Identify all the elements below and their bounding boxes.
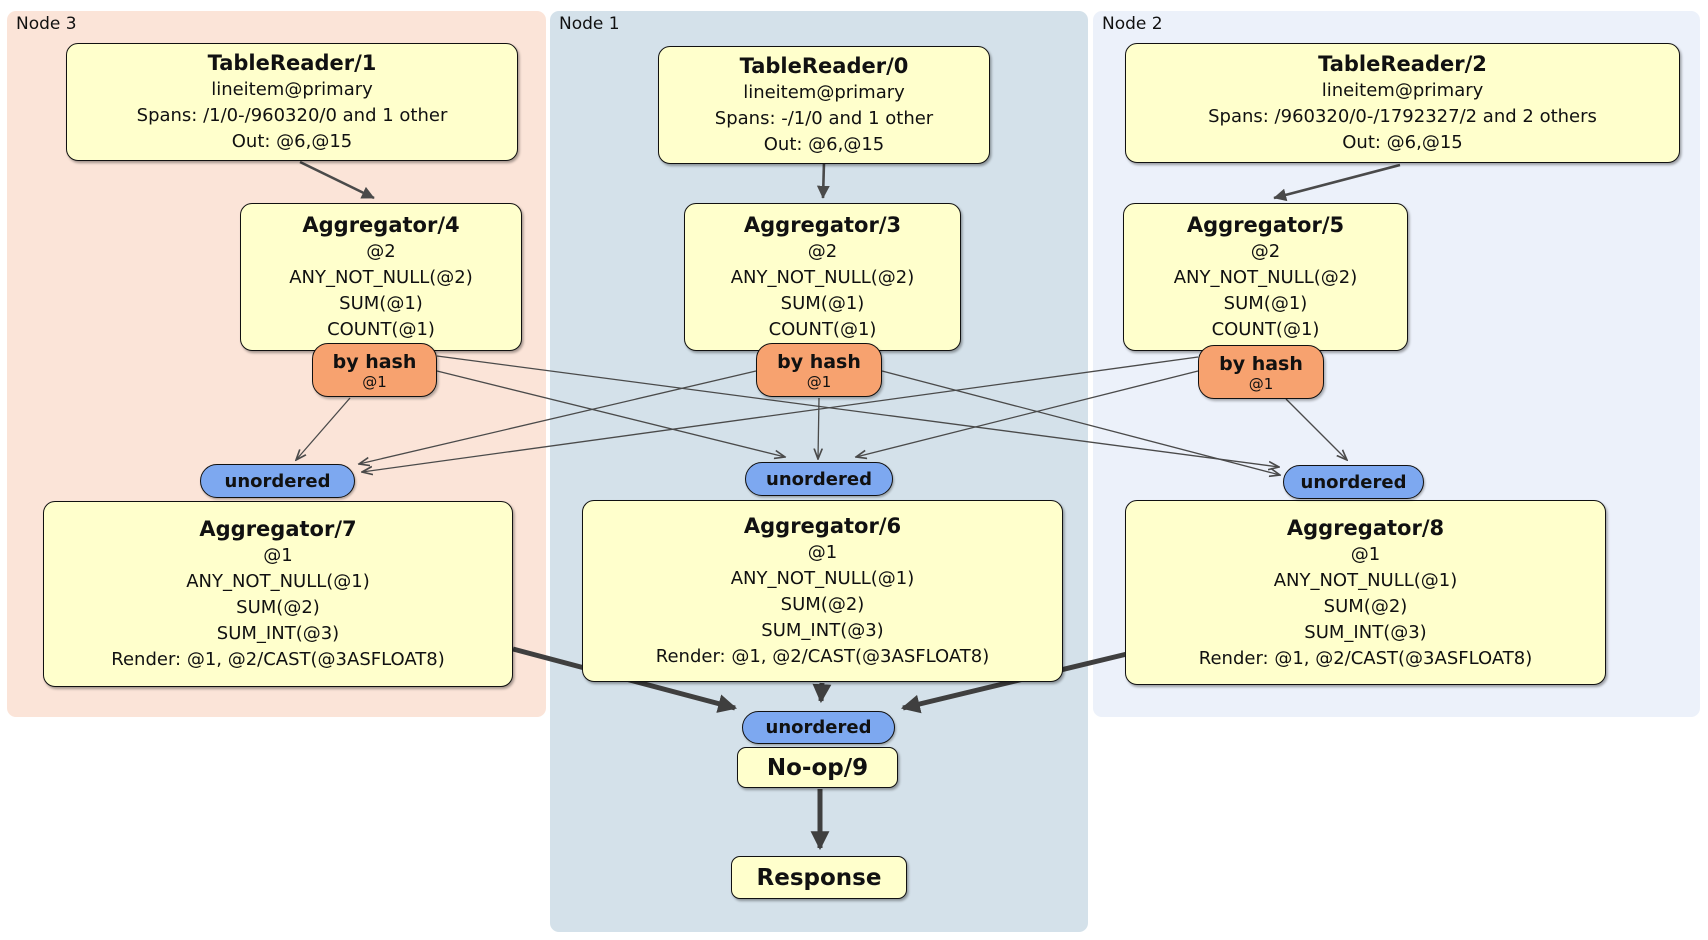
node-detail-line: SUM_INT(@3) [216, 623, 340, 644]
node-aggregator-5: Aggregator/5 @2 ANY_NOT_NULL(@2) SUM(@1)… [1123, 203, 1408, 351]
node-aggregator-7: Aggregator/7 @1 ANY_NOT_NULL(@1) SUM(@2)… [43, 501, 513, 687]
edge-hash2-sync2 [1285, 398, 1347, 460]
node-noop-9: No-op/9 [737, 747, 898, 788]
node-detail-line: SUM_INT(@3) [1304, 621, 1427, 643]
node-aggregator-8: Aggregator/8 @1 ANY_NOT_NULL(@1) SUM(@2)… [1125, 500, 1606, 685]
node-title: Aggregator/6 [743, 514, 902, 538]
node-detail-line: @1 [1350, 543, 1381, 565]
node-detail-line: lineitem@primary [743, 82, 905, 103]
node-title: TableReader/0 [739, 54, 909, 78]
router-stream: @1 [806, 372, 832, 391]
node-detail-line: SUM(@2) [236, 597, 320, 618]
node-detail-line: @1 [263, 545, 293, 566]
node-detail-line: SUM(@1) [339, 293, 423, 314]
edge-hash1-sync1 [818, 397, 819, 459]
node-detail-line: Spans: /1/0-/960320/0 and 1 other [136, 105, 448, 126]
node-detail-line: @2 [1250, 241, 1281, 262]
node-title: Aggregator/8 [1286, 515, 1445, 540]
edge-hash2-sync1 [856, 370, 1199, 457]
sync-label: unordered [766, 468, 872, 490]
node-aggregator-6: Aggregator/6 @1 ANY_NOT_NULL(@1) SUM(@2)… [582, 500, 1063, 682]
sync-label: unordered [765, 717, 872, 738]
node-detail-line: ANY_NOT_NULL(@1) [186, 571, 370, 592]
edge-hash1-sync2 [881, 370, 1280, 475]
node-detail-line: ANY_NOT_NULL(@2) [1173, 267, 1358, 288]
node-detail-line: @2 [807, 241, 838, 262]
node-detail-line: @1 [807, 542, 838, 563]
node-detail-line: COUNT(@1) [768, 319, 877, 340]
node-detail-line: SUM(@2) [1323, 595, 1408, 617]
node-detail-line: Render: @1, @2/CAST(@3ASFLOAT8) [111, 649, 445, 670]
node-detail-line: SUM(@1) [1223, 293, 1308, 314]
edge-hash3-sync2 [436, 355, 1279, 467]
node-detail-line: SUM_INT(@3) [761, 620, 884, 641]
edge-tr1-agg4 [299, 160, 375, 200]
node-detail-line: COUNT(@1) [327, 319, 435, 340]
sync-unordered-final: unordered [742, 711, 895, 744]
router-by-hash-node2: by hash @1 [1198, 345, 1324, 399]
router-stream: @1 [1248, 374, 1274, 393]
node-detail-line: COUNT(@1) [1211, 319, 1320, 340]
sync-unordered-node3: unordered [200, 464, 355, 498]
node-title: TableReader/1 [207, 51, 377, 75]
node-tablereader-0: TableReader/0 lineitem@primary Spans: -/… [658, 46, 990, 164]
node-aggregator-4: Aggregator/4 @2 ANY_NOT_NULL(@2) SUM(@1)… [240, 203, 522, 351]
node-title: Aggregator/7 [199, 517, 357, 541]
node-title: Aggregator/3 [743, 213, 902, 237]
node-detail-line: lineitem@primary [211, 79, 373, 100]
panel-node3-label: Node 3 [16, 14, 77, 34]
edge-hash3-sync1 [436, 370, 785, 457]
node-detail-line: Out: @6,@15 [231, 131, 353, 152]
router-stream: @1 [362, 372, 387, 391]
node-detail-line: ANY_NOT_NULL(@2) [289, 267, 473, 288]
node-title: No-op/9 [766, 754, 869, 781]
node-detail-line: Render: @1, @2/CAST(@3ASFLOAT8) [655, 646, 990, 667]
router-label: by hash [1219, 352, 1303, 375]
node-detail-line: Out: @6,@15 [763, 134, 885, 155]
edge-tr2-agg5 [1273, 163, 1401, 202]
sync-label: unordered [1300, 471, 1407, 493]
node-title: Aggregator/5 [1186, 213, 1345, 237]
node-tablereader-1: TableReader/1 lineitem@primary Spans: /1… [66, 43, 518, 161]
node-detail-line: SUM(@1) [780, 293, 865, 314]
router-label: by hash [332, 350, 417, 373]
panel-node1-label: Node 1 [559, 14, 620, 34]
edge-hash2-sync3 [362, 356, 1199, 472]
node-detail-line: ANY_NOT_NULL(@1) [1273, 569, 1458, 591]
node-detail-line: @2 [366, 241, 396, 262]
edge-hash3-sync3 [296, 397, 351, 460]
node-response: Response [731, 856, 907, 899]
router-by-hash-node1: by hash @1 [756, 343, 882, 397]
node-title: Response [756, 864, 882, 891]
panel-node2-label: Node 2 [1102, 14, 1163, 34]
node-title: TableReader/2 [1318, 52, 1487, 76]
node-aggregator-3: Aggregator/3 @2 ANY_NOT_NULL(@2) SUM(@1)… [684, 203, 961, 351]
node-detail-line: Spans: -/1/0 and 1 other [714, 108, 934, 129]
node-detail-line: SUM(@2) [780, 594, 865, 615]
node-detail-line: ANY_NOT_NULL(@2) [730, 267, 915, 288]
node-detail-line: Render: @1, @2/CAST(@3ASFLOAT8) [1198, 647, 1533, 669]
edge-agg6-syncfinal [812, 682, 832, 704]
node-detail-line: ANY_NOT_NULL(@1) [730, 568, 915, 589]
sync-unordered-node2: unordered [1283, 465, 1424, 499]
node-detail-line: Spans: /960320/0-/1792327/2 and 2 others [1208, 106, 1597, 127]
node-detail-line: lineitem@primary [1321, 80, 1484, 101]
edge-tr0-agg3 [816, 161, 830, 199]
sync-label: unordered [224, 470, 331, 492]
node-tablereader-2: TableReader/2 lineitem@primary Spans: /9… [1125, 43, 1680, 163]
edge-hash1-sync3 [359, 370, 757, 464]
sync-unordered-node1: unordered [745, 462, 893, 496]
node-title: Aggregator/4 [302, 213, 460, 237]
node-detail-line: Out: @6,@15 [1342, 132, 1463, 153]
router-by-hash-node3: by hash @1 [312, 343, 437, 397]
router-label: by hash [777, 350, 861, 373]
